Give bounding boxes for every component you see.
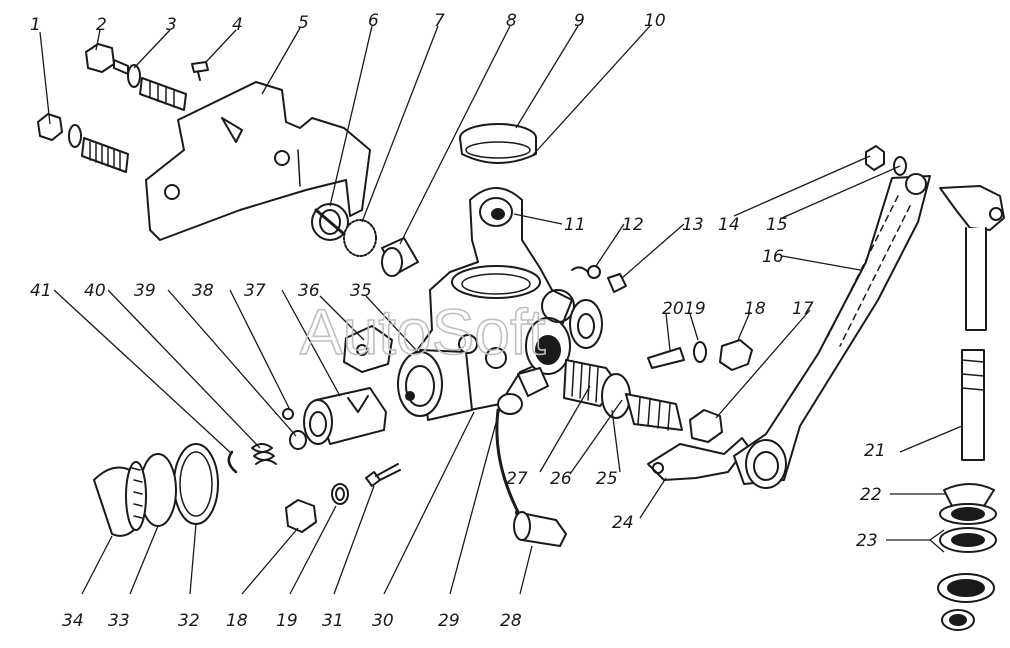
- part-18-20-fittings: [647, 339, 753, 371]
- callout-6: 6: [368, 11, 379, 31]
- part-30-piston: [397, 349, 473, 421]
- callout-29: 29: [438, 611, 460, 631]
- part-25-27-splined-shaft: [563, 359, 683, 431]
- part-36-lug: [343, 325, 393, 373]
- callout-20: 20: [662, 299, 684, 319]
- callout-35: 35: [350, 281, 372, 301]
- callout-12: 12: [622, 215, 644, 235]
- part-14-15-nut-washer: [865, 145, 907, 176]
- callout-16: 16: [762, 247, 784, 267]
- callout-40: 40: [84, 281, 106, 301]
- part-8-roller: [381, 237, 419, 277]
- callout-9: 9: [574, 11, 585, 31]
- part-2-3-bolt-washer: [85, 43, 187, 111]
- callout-11: 11: [564, 215, 586, 235]
- watermark-text: AutoSoft: [300, 296, 546, 368]
- callout-21: 21: [864, 441, 886, 461]
- callout-38: 38: [192, 281, 214, 301]
- callout-18-lower: 18: [226, 611, 248, 631]
- callout-37: 37: [244, 281, 266, 301]
- callout-36: 36: [298, 281, 320, 301]
- callout-34: 34: [62, 611, 84, 631]
- part-21-rod: [939, 185, 1005, 461]
- callout-1: 1: [30, 15, 41, 35]
- callout-19-lower: 19: [276, 611, 298, 631]
- part-32-34-cover: [93, 443, 219, 537]
- callout-33: 33: [108, 611, 130, 631]
- callout-19-upper: 19: [684, 299, 706, 319]
- part-12-13-fitting: [571, 265, 627, 293]
- callout-5: 5: [298, 13, 309, 33]
- callout-26: 26: [550, 469, 572, 489]
- callout-2: 2: [96, 15, 107, 35]
- part-7-disc: [343, 219, 377, 257]
- callout-28: 28: [500, 611, 522, 631]
- callout-18-upper: 18: [744, 299, 766, 319]
- part-4-screw: [191, 61, 209, 81]
- part-18-19-31-plug-screw: [285, 463, 401, 533]
- callout-4: 4: [232, 15, 243, 35]
- part-6-bushing: [311, 203, 349, 241]
- callout-15: 15: [766, 215, 788, 235]
- callout-7: 7: [434, 11, 445, 31]
- callout-13: 13: [682, 215, 704, 235]
- callout-22: 22: [860, 485, 882, 505]
- callout-41: 41: [30, 281, 52, 301]
- callout-39: 39: [134, 281, 156, 301]
- callout-17: 17: [792, 299, 814, 319]
- part-9-10-cap: [459, 123, 537, 164]
- callout-32: 32: [178, 611, 200, 631]
- callout-25: 25: [596, 469, 618, 489]
- part-37-sleeve: [303, 387, 387, 445]
- callout-23: 23: [856, 531, 878, 551]
- part-28-bushing: [495, 408, 567, 547]
- leader-lines: [39, 25, 963, 595]
- callout-24: 24: [612, 513, 634, 533]
- callout-10: 10: [644, 11, 666, 31]
- part-5-bracket: [145, 81, 371, 241]
- callout-30: 30: [372, 611, 394, 631]
- part-38-41-small-parts: [227, 408, 307, 474]
- callout-27: 27: [506, 469, 528, 489]
- part-16-arm: [733, 173, 931, 489]
- callout-8: 8: [506, 11, 517, 31]
- callout-3: 3: [166, 15, 177, 35]
- part-22-23-cushions: [937, 483, 997, 631]
- callout-14: 14: [718, 215, 740, 235]
- callout-labels: 1 2 3 4 5 6 7 8 9 10 11 12 13 14 15 16 1…: [30, 11, 886, 631]
- callout-31: 31: [322, 611, 344, 631]
- part-1-bolt: [37, 113, 129, 173]
